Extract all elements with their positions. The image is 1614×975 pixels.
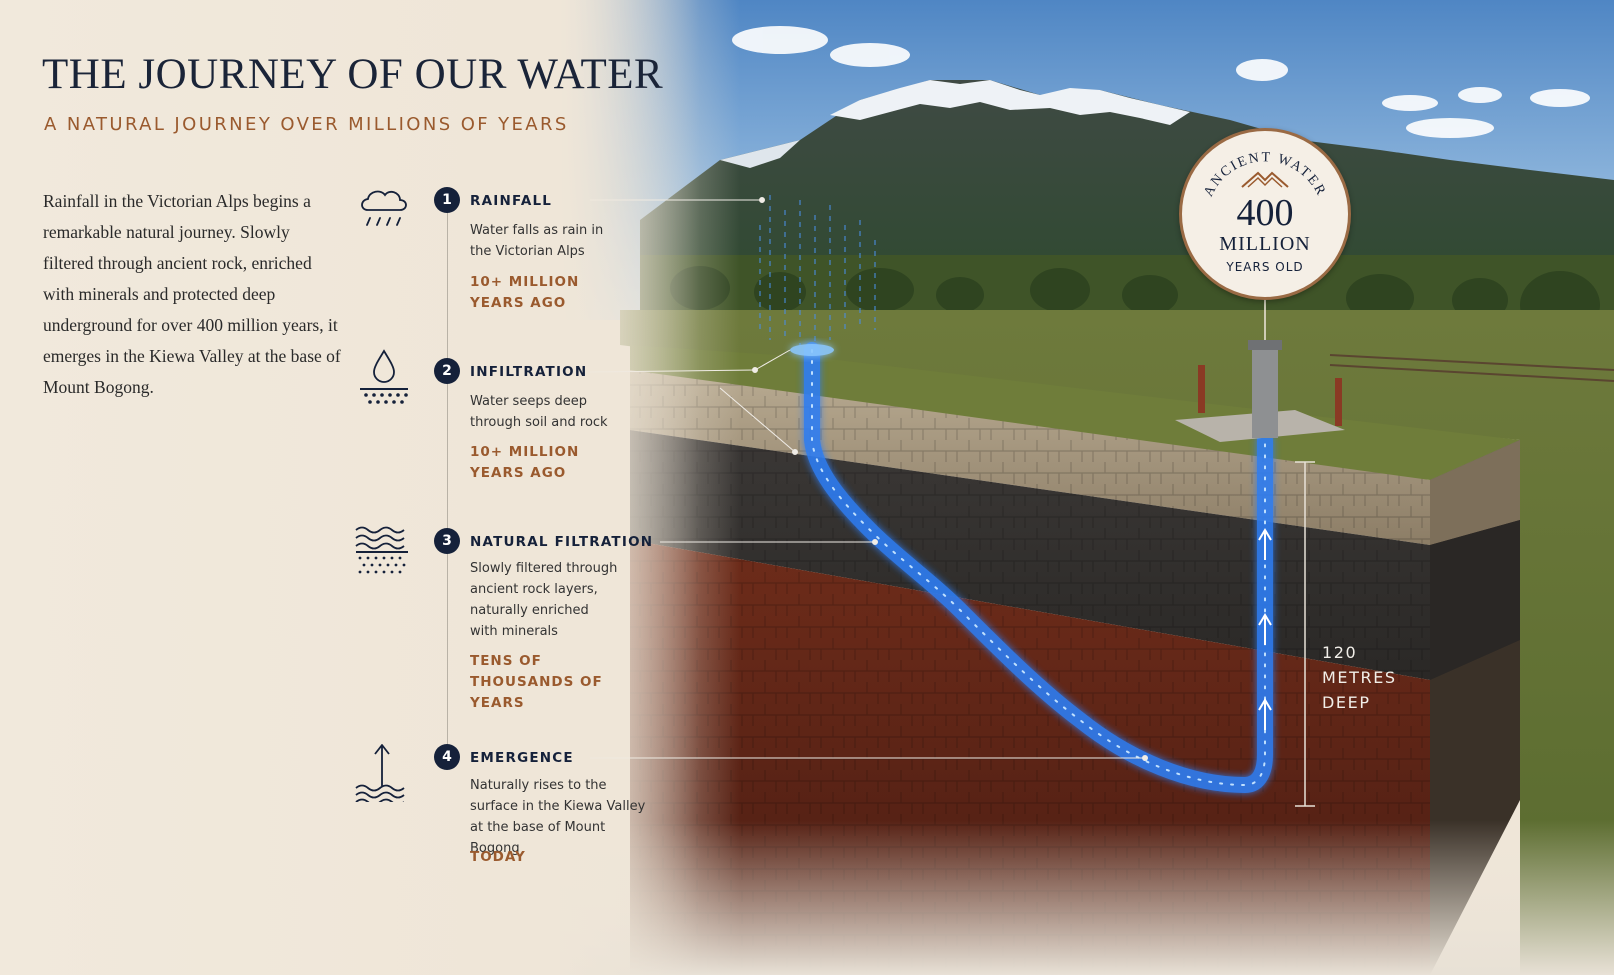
badge-number: 400 (1236, 192, 1294, 234)
step-description: Naturally rises to the surface in the Ki… (470, 778, 646, 856)
step-description: Water falls as rain in the Victorian Alp… (470, 223, 604, 259)
page-title: THE JOURNEY OF OUR WATER (42, 51, 664, 98)
step-timeframe: 10+ MILLION YEARS AGO (470, 444, 580, 481)
depth-unit: METRES (1322, 668, 1397, 687)
step-number-badge: 2 (434, 358, 460, 384)
step-timeframe: TODAY (470, 849, 526, 865)
page-subtitle: A NATURAL JOURNEY OVER MILLIONS OF YEARS (44, 114, 569, 135)
step-number-badge: 1 (434, 187, 460, 213)
badge-unit: MILLION (1219, 233, 1311, 255)
timeline-line (447, 198, 448, 758)
badge-years: YEARS OLD (1226, 260, 1304, 274)
droplet-seepage-icon (360, 349, 408, 404)
step-title: EMERGENCE (470, 750, 574, 766)
mountain-emblem-icon (1241, 171, 1289, 188)
step-number-badge: 4 (434, 744, 460, 770)
step-title: NATURAL FILTRATION (470, 534, 654, 550)
depth-word: DEEP (1322, 693, 1371, 712)
step-title: INFILTRATION (470, 364, 588, 380)
step-timeframe: TENS OF THOUSANDS OF YEARS (470, 653, 603, 711)
step-description: Water seeps deep through soil and rock (470, 394, 608, 430)
depth-label: 120 METRES DEEP (1322, 640, 1397, 715)
badge-arc-text: ANCIENT WATER (1201, 150, 1326, 199)
step-description: Slowly filtered through ancient rock lay… (470, 561, 618, 639)
text-panel (0, 0, 700, 975)
step-timeframe: 10+ MILLION YEARS AGO (470, 274, 580, 311)
step-title: RAINFALL (470, 193, 553, 209)
depth-value: 120 (1322, 643, 1358, 662)
rain-cloud-icon (361, 190, 407, 226)
rising-water-icon (355, 744, 405, 802)
filtration-waves-icon (355, 526, 408, 574)
intro-paragraph: Rainfall in the Victorian Alps begins a … (43, 191, 341, 397)
step-number-badge: 3 (434, 528, 460, 554)
ancient-water-badge: ANCIENT WATER 400 MILLION YEARS OLD (1179, 128, 1351, 300)
